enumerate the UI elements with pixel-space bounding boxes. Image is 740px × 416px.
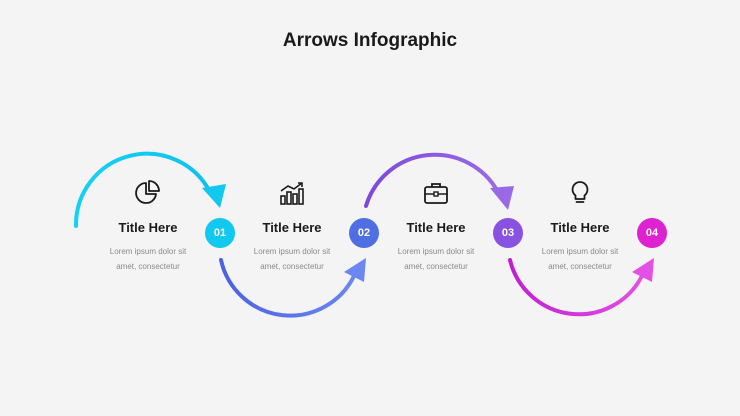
- arrow-arc-1: [73, 151, 212, 228]
- step-number-badge-1: 01: [205, 218, 235, 248]
- step-title: Title Here: [406, 220, 466, 235]
- step-title: Title Here: [550, 220, 610, 235]
- briefcase-icon: [424, 183, 448, 204]
- bar-chart-trend-icon: [280, 182, 304, 205]
- arrow-arc-2: [219, 258, 356, 318]
- arrow-arc-4: [508, 258, 644, 317]
- lightbulb-icon: [571, 181, 589, 203]
- step-title: Title Here: [262, 220, 322, 235]
- step-number-badge-2: 02: [349, 218, 379, 248]
- arrowhead-4: [632, 258, 654, 282]
- step-title: Title Here: [118, 220, 178, 235]
- page-title: Arrows Infographic: [282, 30, 458, 51]
- step-number-badge-4: 04: [637, 218, 667, 248]
- step-number-badge-3: 03: [493, 218, 523, 248]
- pie-chart-icon: [135, 180, 160, 204]
- arrowhead-1: [202, 184, 226, 208]
- arrowhead-3: [490, 186, 514, 210]
- arrow-arc-3: [364, 152, 500, 208]
- arrowhead-2: [344, 258, 366, 282]
